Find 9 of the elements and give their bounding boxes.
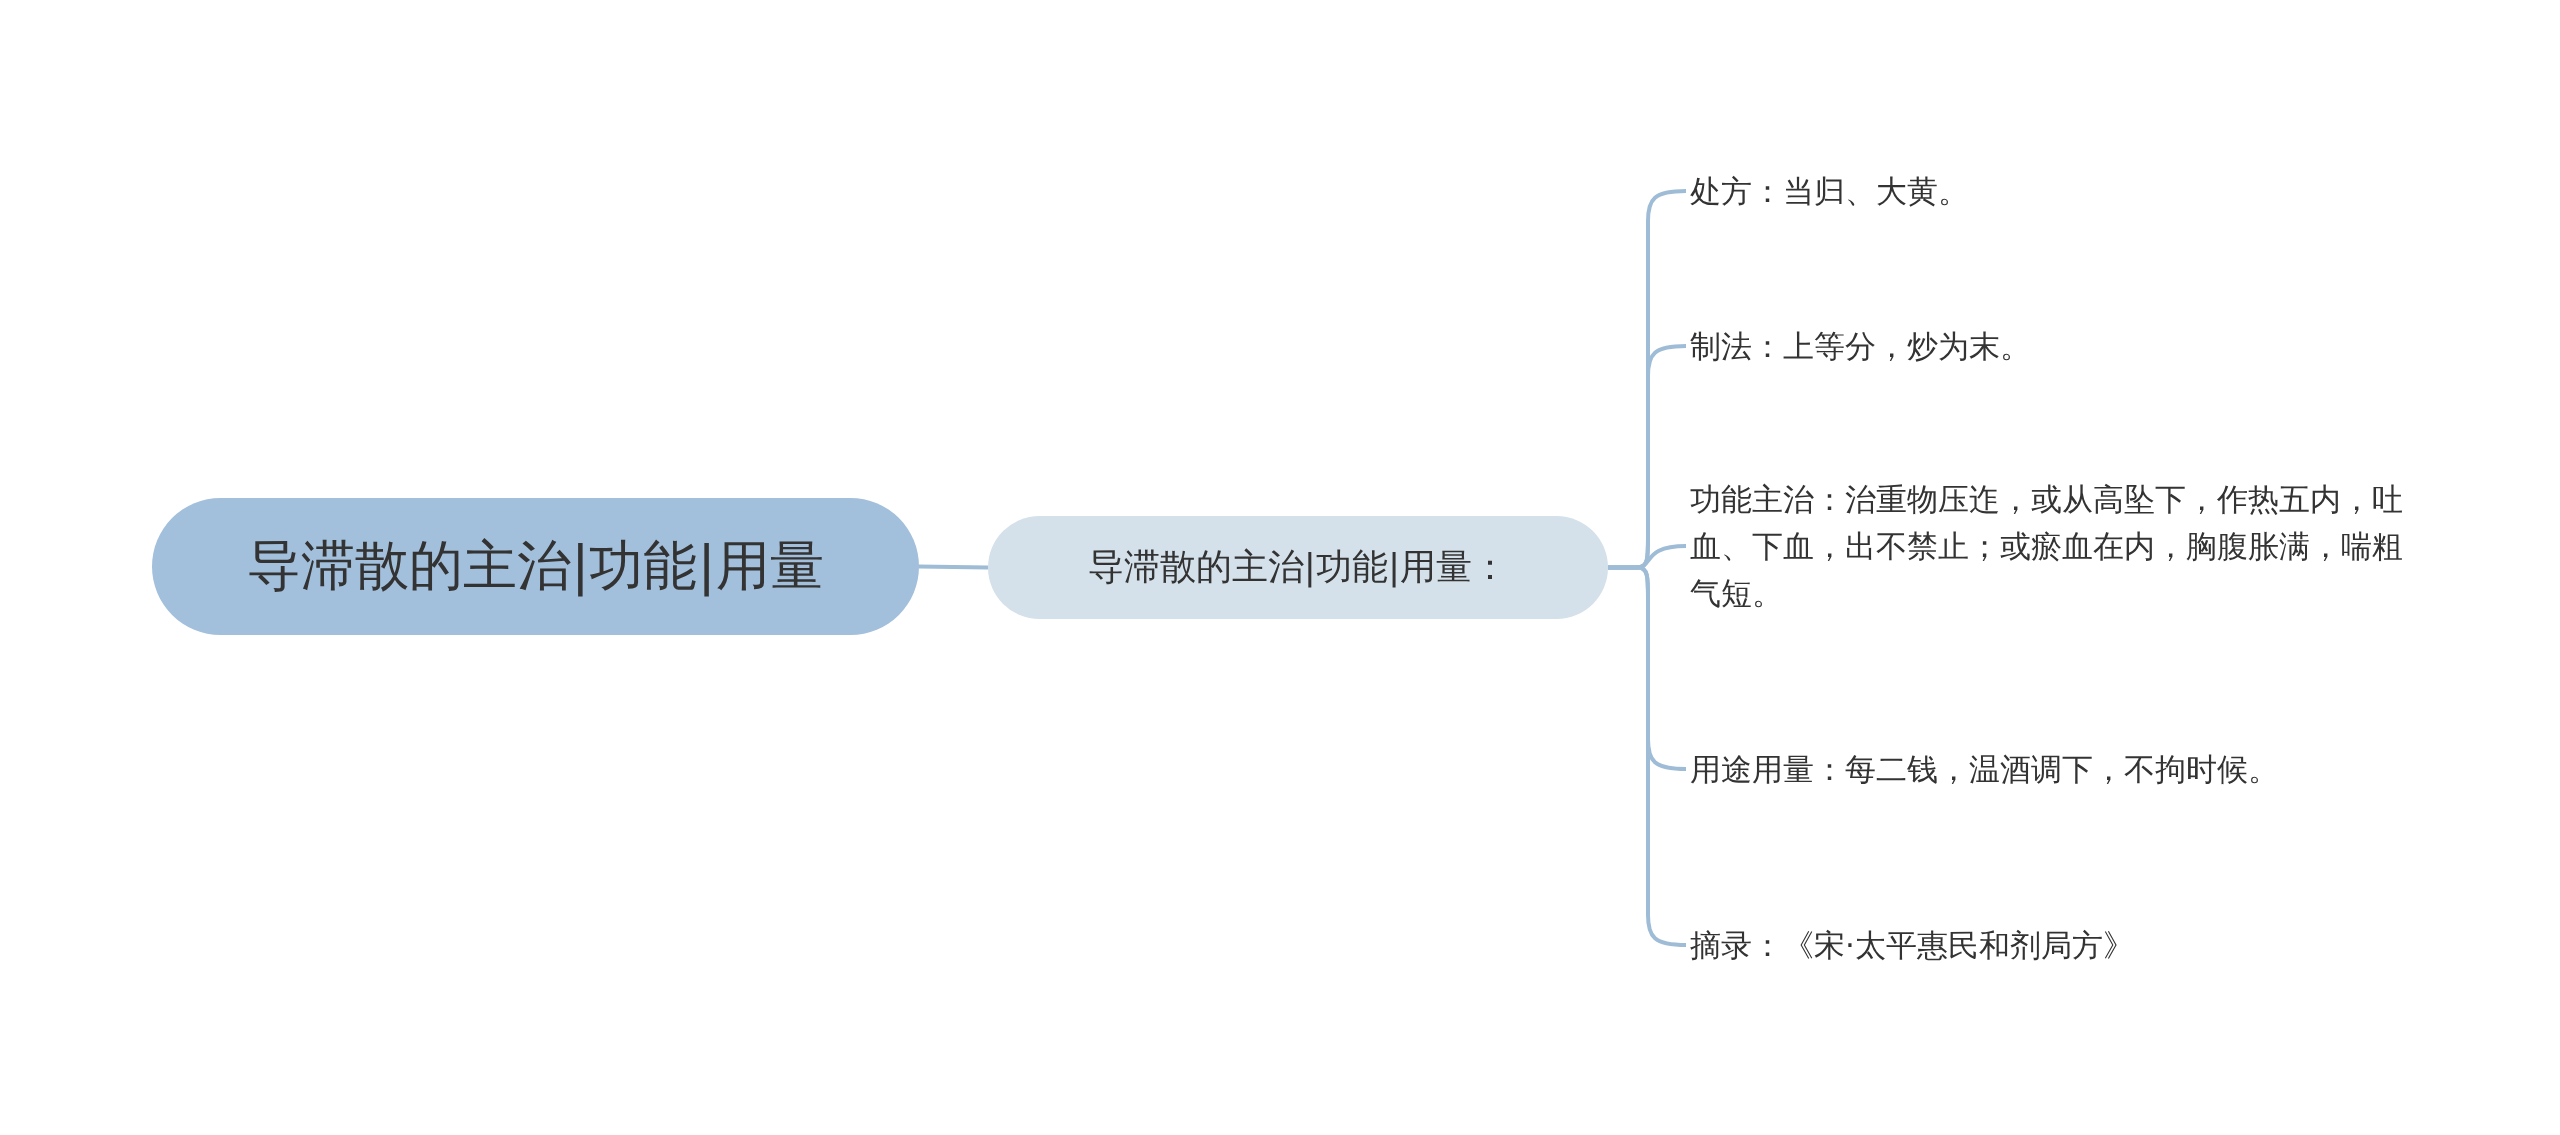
branch-line <box>1608 565 1687 947</box>
subtopic-box: 导滞散的主治|功能|用量： <box>988 516 1608 619</box>
branch-text: 制法：上等分，炒为末。 <box>1690 322 2410 370</box>
branch-text: 功能主治：治重物压迮，或从高坠下，作热五内，吐血、下血，出不禁止；或瘀血在内，胸腹胀满，喘粗气短。 <box>1690 475 2410 617</box>
branch-line <box>918 564 989 570</box>
topic-box: 导滞散的主治|功能|用量 <box>152 498 919 635</box>
branch-text: 摘录：《宋·太平惠民和剂局方》 <box>1690 921 2410 969</box>
branch-text: 处方：当归、大黄。 <box>1690 167 2410 215</box>
branch-text: 用途用量：每二钱，温酒调下，不拘时候。 <box>1690 745 2410 793</box>
